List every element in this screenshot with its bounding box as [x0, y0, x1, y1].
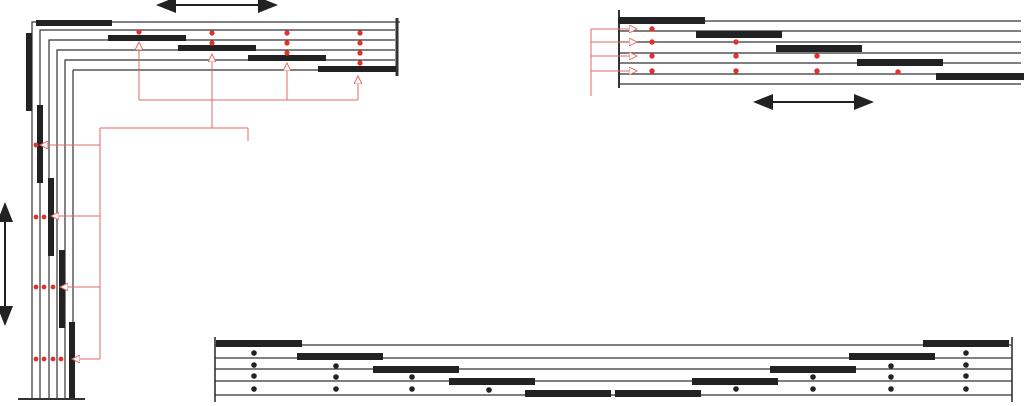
corner-v-bar-4 — [59, 250, 65, 328]
corner-rail-1 — [31, 21, 400, 400]
corner-dot — [209, 30, 215, 36]
tr-dot — [895, 69, 901, 75]
corner-dot — [33, 284, 39, 290]
bottom-dot — [963, 350, 969, 356]
tr-dot — [814, 53, 820, 59]
corner-dot — [284, 50, 290, 56]
bottom-dot — [810, 386, 816, 392]
bottom-dot — [963, 362, 969, 368]
bottom-bar-8 — [770, 366, 856, 373]
bottom-dot — [251, 350, 257, 356]
bottom-dot — [251, 386, 257, 392]
bottom-dot — [888, 363, 894, 369]
bottom-dot — [963, 386, 969, 392]
bottom-bar-6 — [615, 390, 701, 397]
corner-rail-5 — [64, 59, 395, 400]
bottom-bar-9 — [849, 353, 935, 360]
tr-dot — [649, 39, 655, 45]
bottom-bar-5 — [525, 390, 611, 397]
corner-dot — [357, 50, 363, 56]
corner-dot — [136, 29, 142, 35]
corner-dot — [357, 60, 363, 66]
corner-v-bar-3 — [48, 178, 54, 256]
bottom-dot — [888, 386, 894, 392]
corner-dot — [50, 284, 56, 290]
corner-horizontal-bars — [36, 20, 396, 72]
corner-dot — [50, 356, 56, 362]
corner-dot — [58, 356, 64, 362]
corner-rail-4 — [56, 49, 395, 400]
corner-dot — [284, 40, 290, 46]
top-right-bars — [618, 17, 1024, 80]
tr-bar-5 — [936, 73, 1024, 80]
corner-dot — [209, 40, 215, 46]
tr-dot — [733, 39, 739, 45]
tr-dot — [814, 68, 820, 74]
tr-dot — [733, 68, 739, 74]
corner-rail-3 — [48, 39, 395, 400]
tr-bar-2 — [696, 31, 782, 38]
bottom-bar-10 — [923, 340, 1009, 347]
bottom-bar-2 — [297, 353, 383, 360]
corner-h-bar-4 — [248, 55, 326, 61]
tr-bar-1 — [618, 17, 705, 24]
bottom-dot — [333, 363, 339, 369]
tr-dot — [649, 68, 655, 74]
corner-dot — [33, 356, 39, 362]
top-right-connectors — [590, 29, 637, 96]
bottom-rails — [214, 337, 1013, 402]
bottom-dot — [251, 373, 257, 379]
corner-h-bar-5 — [318, 66, 396, 72]
bottom-dot — [409, 386, 415, 392]
corner-shift-array — [0, 0, 400, 400]
corner-dot — [357, 30, 363, 36]
top-right-red-markers — [649, 26, 901, 75]
bottom-dot — [963, 373, 969, 379]
corner-dot — [33, 214, 39, 220]
tr-bar-3 — [776, 45, 862, 52]
bottom-bars — [216, 340, 1009, 397]
corner-dot — [41, 284, 47, 290]
corner-dot — [41, 214, 47, 220]
bottom-dot — [333, 374, 339, 380]
bottom-bar-4 — [449, 378, 535, 385]
corner-h-bar-2 — [108, 35, 186, 41]
tr-dot — [649, 53, 655, 59]
bottom-black-markers — [251, 350, 969, 393]
corner-rail-2 — [39, 29, 395, 400]
bottom-dot — [888, 374, 894, 380]
bottom-bar-1 — [216, 340, 302, 347]
corner-connectors — [40, 42, 358, 359]
corner-dot — [284, 30, 290, 36]
tr-bar-4 — [857, 59, 943, 66]
corner-h-bar-3 — [178, 45, 256, 51]
bottom-bar-3 — [373, 366, 459, 373]
corner-h-bar-1 — [36, 20, 112, 26]
corner-v-bar-1 — [26, 33, 32, 111]
corner-v-bar-5 — [69, 322, 75, 398]
corner-dot — [357, 40, 363, 46]
corner-dot — [41, 356, 47, 362]
corner-dot — [33, 142, 39, 148]
bottom-dot — [333, 386, 339, 392]
bottom-dot — [733, 386, 739, 392]
bottom-v-shift-array — [214, 337, 1013, 402]
bottom-dot — [409, 374, 415, 380]
tr-dot — [649, 26, 655, 32]
corner-rails — [18, 18, 400, 400]
bottom-bar-7 — [692, 378, 778, 385]
tr-dot — [733, 53, 739, 59]
bottom-dot — [810, 374, 816, 380]
bottom-dot — [486, 387, 492, 393]
bottom-dot — [251, 362, 257, 368]
corner-red-markers — [33, 29, 363, 362]
top-right-shift-array — [590, 10, 1024, 110]
